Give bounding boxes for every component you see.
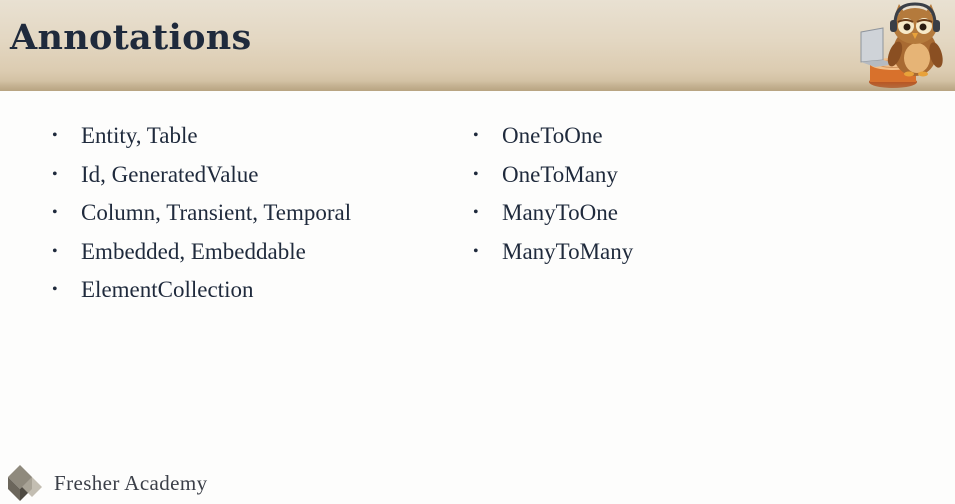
list-item-text: Entity, Table: [81, 123, 198, 148]
list-item: • ManyToMany: [469, 234, 769, 273]
slide-title: Annotations: [10, 17, 252, 58]
header-band: Annotations: [0, 0, 955, 91]
list-item: • Id, GeneratedValue: [48, 157, 448, 196]
list-item-text: OneToOne: [502, 123, 603, 148]
list-item-text: ElementCollection: [81, 277, 254, 303]
footer-brand: Fresher Academy: [54, 471, 208, 495]
bullet-icon: •: [473, 242, 479, 260]
list-item-text: Column, Transient, Temporal: [81, 200, 352, 226]
list-item-text: OneToMany: [502, 161, 618, 187]
bullet-icon: •: [473, 127, 479, 144]
list-item: • OneToMany: [469, 157, 769, 196]
right-bullet-list: • OneToOne • OneToMany • ManyToOne • Man…: [469, 118, 769, 272]
list-item: • OneToOne: [469, 118, 769, 157]
list-item: • Column, Transient, Temporal: [48, 195, 448, 234]
list-item: • Entity, Table: [48, 118, 448, 157]
bullet-icon: •: [473, 204, 479, 222]
bullet-icon: •: [52, 242, 58, 260]
cube-logo-icon: [8, 465, 42, 501]
bullet-icon: •: [52, 204, 58, 222]
list-item-text: ManyToMany: [502, 238, 634, 264]
list-item: • ElementCollection: [48, 272, 448, 311]
bullet-icon: •: [473, 165, 479, 183]
list-item-text: Embedded, Embeddable: [81, 238, 306, 264]
list-item-text: ManyToOne: [502, 200, 618, 226]
owl-mascot-icon: [860, 2, 943, 88]
list-item-text: Id, GeneratedValue: [81, 161, 259, 187]
left-bullet-list: • Entity, Table • Id, GeneratedValue • C…: [48, 118, 448, 311]
list-item: • ManyToOne: [469, 195, 769, 234]
bullet-icon: •: [52, 127, 58, 144]
bullet-icon: •: [52, 165, 58, 183]
list-item: • Embedded, Embeddable: [48, 234, 448, 273]
bullet-icon: •: [52, 281, 58, 299]
